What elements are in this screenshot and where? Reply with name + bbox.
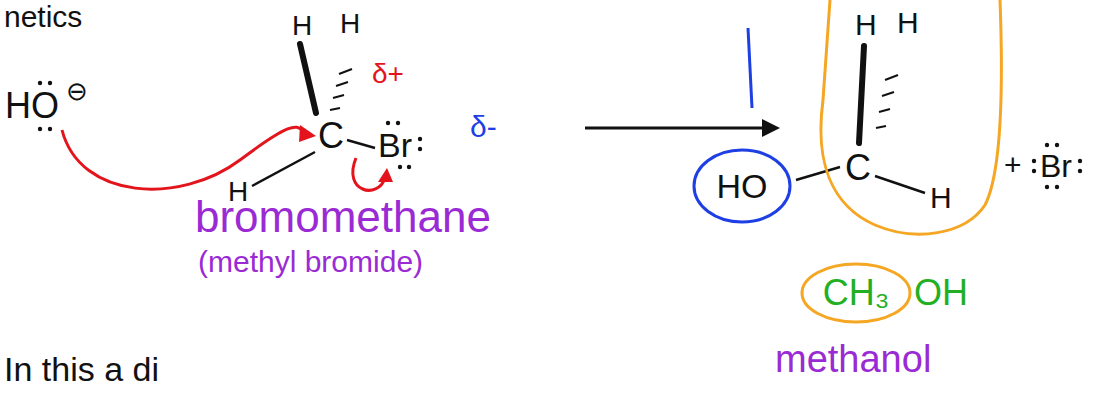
ellipse-outline (802, 264, 910, 322)
electron-dot (418, 147, 422, 151)
atom-label: CH₃ (823, 275, 890, 311)
electron-dot (1032, 159, 1036, 163)
loop-outline (821, 0, 1002, 234)
single-bond (347, 140, 375, 148)
wedge-bond (300, 44, 316, 113)
atom-label: H (930, 183, 952, 213)
reaction-arrow (585, 127, 766, 130)
compound-name: (methyl bromide) (198, 247, 423, 277)
lone-pairs (1032, 143, 1082, 189)
atom-label: Br (1040, 150, 1072, 182)
single-bond (875, 176, 925, 193)
group-circle: HO (692, 148, 792, 224)
electron-dot (407, 165, 411, 169)
hashed-bond (330, 69, 352, 110)
atom-label: HO (5, 88, 59, 124)
electron-dot (398, 165, 402, 169)
curved-arrow (353, 158, 385, 190)
compound-name: methanol (775, 340, 931, 378)
hash-line (333, 95, 344, 98)
single-bond (252, 152, 315, 186)
atom-label: C (318, 118, 344, 154)
heading-fragment: netics (4, 2, 82, 32)
hash-line (330, 108, 340, 110)
group-outline: HHCH (805, 0, 1010, 245)
electron-dot (1045, 143, 1049, 147)
partial-charge: δ- (470, 112, 497, 142)
electron-dot (1032, 169, 1036, 173)
hash-line (876, 126, 886, 128)
atom-label: HO (717, 169, 768, 203)
electron-dot (1078, 169, 1082, 173)
atom-label: C (845, 150, 871, 186)
arrowhead (299, 125, 316, 142)
lone-pairs (38, 81, 422, 169)
atom-label: Br (378, 128, 412, 162)
hashed-bond (876, 75, 898, 128)
electron-dot (38, 81, 42, 85)
formula-part: OH (914, 275, 968, 311)
electron-dot (1045, 185, 1049, 189)
single-bond (796, 167, 840, 180)
hash-line (879, 109, 890, 112)
hash-line (885, 75, 898, 80)
electron-dot (1055, 185, 1059, 189)
plus-sign: + (1004, 150, 1022, 180)
note-fragment: In this a di (4, 352, 159, 386)
atom-label: H (340, 10, 360, 38)
hash-line (882, 92, 894, 96)
electron-dot (38, 127, 42, 131)
atom-label: H (897, 8, 919, 38)
electron-dot (1055, 143, 1059, 147)
leader-line (748, 28, 752, 108)
electron-dot (1078, 159, 1082, 163)
electron-dot (396, 121, 400, 125)
arrowhead (378, 168, 393, 182)
wedge-bond (859, 46, 864, 143)
electron-dot (418, 137, 422, 141)
group-circle: CH₃ (800, 262, 912, 324)
arrowhead (762, 119, 780, 137)
hash-line (336, 82, 348, 86)
charge-symbol: ⊖ (66, 78, 88, 104)
hash-line (339, 69, 352, 74)
electron-dot (386, 121, 390, 125)
curved-arrow (62, 127, 306, 189)
compound-name: bromomethane (195, 195, 491, 239)
partial-charge: δ+ (372, 60, 404, 88)
electron-dot (48, 127, 52, 131)
atom-label: H (292, 12, 312, 40)
ellipse-outline (694, 150, 790, 222)
electron-dot (48, 81, 52, 85)
atom-label: H (855, 10, 877, 40)
